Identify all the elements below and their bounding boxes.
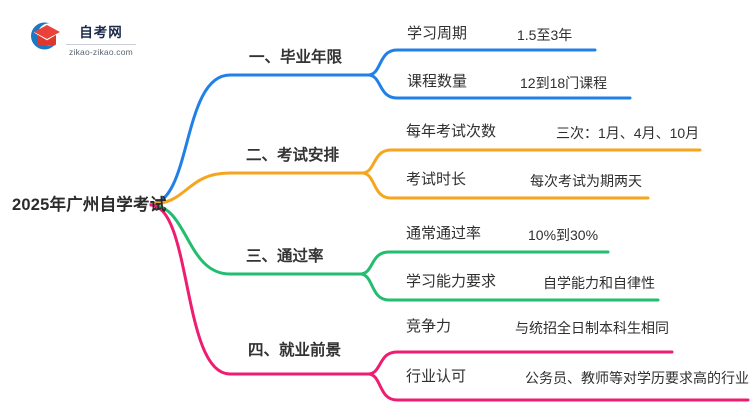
branch-1-child-1-value: 1.5至3年 [517, 27, 573, 43]
branch-2-main-line [149, 171, 364, 206]
branch-2-child-2-value: 每次考试为期两天 [530, 173, 642, 189]
branch-3-child-1-value: 10%到30% [528, 227, 599, 243]
branch-4-child-2-line [366, 372, 750, 402]
branch-2-child-2-label: 考试时长 [406, 171, 467, 188]
branch-4-child-1-value: 与统招全日制本科生相同 [515, 320, 669, 336]
branch-4-child-1-label: 竞争力 [406, 318, 452, 335]
branch-3-main-line [149, 203, 362, 276]
branch-1-child-1-line [366, 48, 597, 77]
branch-3-child-2-label: 学习能力要求 [406, 273, 497, 290]
logo-text: 自考网 zikao-zikao.com [66, 21, 136, 57]
root-topic: 2025年广州自学考试 [12, 196, 167, 214]
branch-2-child-1-value: 三次：1月、4月、10月 [556, 125, 700, 141]
branch-1-child-2-label: 课程数量 [407, 73, 468, 90]
branch-4-child-2-value: 公务员、教师等对学历要求高的行业 [525, 370, 749, 386]
branch-3-child-1-line [358, 250, 610, 276]
branch-4-main-line [149, 203, 370, 376]
branch-1-child-2-value: 12到18门课程 [520, 75, 608, 91]
logo-divider [66, 44, 136, 45]
branch-3-child-2-line [358, 272, 660, 302]
site-logo: 自考网 zikao-zikao.com [30, 17, 180, 57]
branch-3-child-2-value: 自学能力和自律性 [543, 275, 655, 291]
branch-4-label: 四、就业前景 [248, 342, 342, 359]
branch-2-child-2-line [360, 171, 650, 200]
branch-3-child-1-label: 通常通过率 [406, 225, 482, 242]
graduation-cap-icon [31, 22, 61, 50]
branch-1-child-2-line [366, 73, 632, 100]
logo-domain: zikao-zikao.com [69, 47, 133, 57]
branch-2-label: 二、考试安排 [246, 147, 340, 164]
branch-1-child-1-label: 学习周期 [407, 25, 468, 42]
branch-3-label: 三、通过率 [246, 248, 324, 265]
branch-4-child-2-label: 行业认可 [406, 368, 467, 385]
branch-1-main-line [149, 73, 370, 206]
logo-title: 自考网 [79, 25, 123, 40]
branch-1-label: 一、毕业年限 [249, 49, 343, 66]
branch-2-child-1-label: 每年考试次数 [406, 123, 497, 140]
